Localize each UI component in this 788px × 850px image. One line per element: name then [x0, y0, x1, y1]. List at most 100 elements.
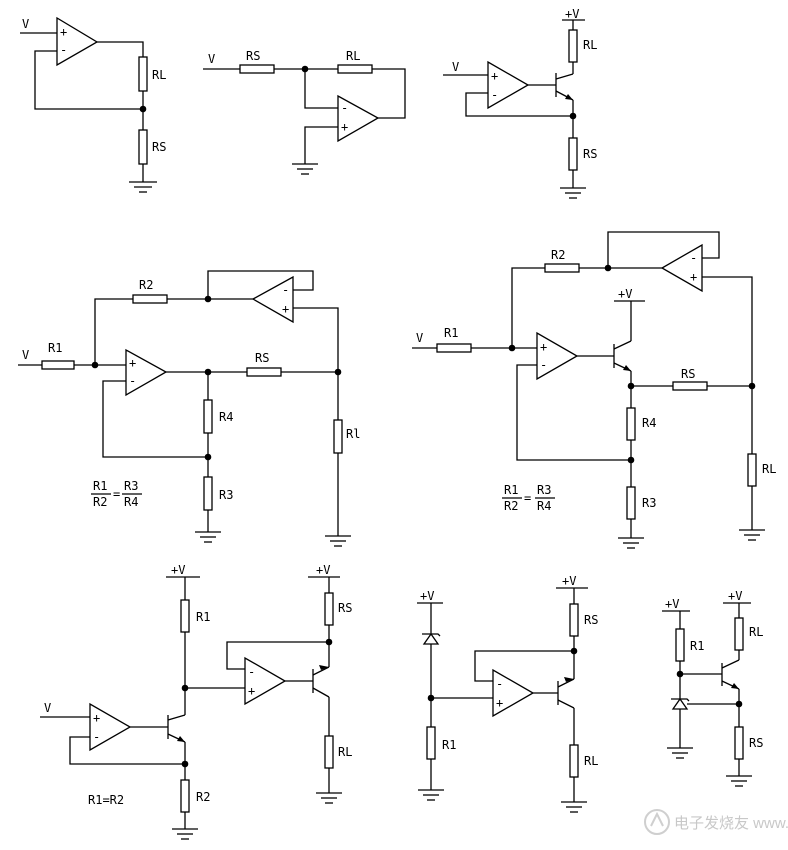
- c6-label-r2: R2: [196, 790, 210, 804]
- watermark-logo-icon: [644, 809, 670, 835]
- c6-label-r1: R1: [196, 610, 210, 624]
- opamp-5a: [536, 331, 579, 381]
- c5-label-r1: R1: [444, 326, 458, 340]
- c7-label-r1: R1: [442, 738, 456, 752]
- c7-supply-left: +V: [420, 589, 434, 603]
- opamp-6b-minus: -: [248, 665, 255, 679]
- c8-zener-diode: [671, 697, 689, 710]
- circuit-5-howland-transistor-current-source: V R1 R2 - + + - +V RS R4 R3 RL R1 R2 = R…: [412, 231, 776, 549]
- c6-supply-right: +V: [316, 563, 330, 577]
- c5-eq-r2: R2: [504, 499, 518, 513]
- opamp-2-plus: +: [341, 120, 348, 134]
- c5-eq-r1: R1: [504, 483, 518, 497]
- c4-label-r1: R1: [48, 341, 62, 355]
- c4-eq-r4: R4: [124, 495, 138, 509]
- opamp-6a-minus: -: [93, 730, 100, 744]
- c2-input-v: V: [208, 52, 215, 66]
- c5-label-r4: R4: [642, 416, 656, 430]
- c4-eq-r3: R3: [124, 479, 138, 493]
- c2-resistor-rl: [337, 64, 373, 74]
- opamp-6b: [244, 656, 287, 706]
- opamp-7: [492, 668, 535, 718]
- c5-label-r2: R2: [551, 248, 565, 262]
- c3-resistor-rl: [568, 29, 578, 63]
- c8-supply-left: +V: [665, 597, 679, 611]
- opamp-3-minus: -: [491, 88, 498, 102]
- c6-resistor-r2: [180, 779, 190, 813]
- opamp-5a-plus: +: [540, 340, 547, 354]
- c3-supply-label: +V: [565, 7, 579, 21]
- opamp-5a-minus: -: [540, 358, 547, 372]
- opamp-4a-minus: -: [129, 374, 136, 388]
- circuit-6-two-stage-current-source: +V R1 V + - R2 R1=R2 - + +V RS RL: [40, 563, 352, 840]
- c5-resistor-rl: [747, 453, 757, 487]
- opamp-7-plus: +: [496, 696, 503, 710]
- opamp-4b: [251, 275, 294, 324]
- c4-label-rl: Rl: [346, 427, 360, 441]
- c1-resistor-rs: [138, 129, 148, 165]
- circuit-8-zener-transistor-current-source: +V R1 +V RL RS: [662, 589, 763, 787]
- c1-resistor-rl: [138, 56, 148, 92]
- c8-label-rs: RS: [749, 736, 763, 750]
- c5-label-rs: RS: [681, 367, 695, 381]
- c4-resistor-r4: [203, 399, 213, 434]
- circuit-7-zener-reference-current-source: +V R1 - + +V RS RL: [417, 574, 598, 813]
- c5-eq-r3: R3: [537, 483, 551, 497]
- c7-resistor-rs: [569, 603, 579, 637]
- c5-input-v: V: [416, 331, 423, 345]
- c3-input-v: V: [452, 60, 459, 74]
- c4-resistor-rs: [246, 367, 282, 377]
- opamp-1-minus: -: [60, 43, 67, 57]
- opamp-3-plus: +: [491, 69, 498, 83]
- watermark-text: 电子发烧友 www.elecfans.com: [674, 815, 788, 832]
- c4-eq-r1: R1: [93, 479, 107, 493]
- opamp-4b-plus: +: [282, 302, 289, 316]
- c8-label-r1: R1: [690, 639, 704, 653]
- opamp-2-minus: -: [341, 101, 348, 115]
- c7-resistor-r1: [426, 726, 436, 760]
- c4-resistor-rl: [333, 419, 343, 454]
- c4-eq-equals: =: [113, 487, 120, 501]
- c6-input-v: V: [44, 701, 51, 715]
- circuit-4-howland-current-source: V R1 R2 - + + - RS R4 R3 Rl R1 R2 = R3 R…: [18, 270, 360, 547]
- c2-resistor-rs: [239, 64, 275, 74]
- c7-label-rs: RS: [584, 613, 598, 627]
- c4-label-r3: R3: [219, 488, 233, 502]
- c5-supply-label: +V: [618, 287, 632, 301]
- c5-resistor-r2: [544, 263, 580, 273]
- c5-resistor-r3: [626, 486, 636, 520]
- opamp-4a-plus: +: [129, 356, 136, 370]
- c5-resistor-rs: [672, 381, 708, 391]
- opamp-5b-plus: +: [690, 270, 697, 284]
- c6-resistor-rs: [324, 592, 334, 626]
- c5-resistor-r4: [626, 407, 636, 441]
- opamp-5b: [660, 243, 703, 293]
- c6-resistor-r1: [180, 599, 190, 633]
- c3-label-rl: RL: [583, 38, 597, 52]
- c5-eq-equals: =: [524, 491, 531, 505]
- c7-supply-right: +V: [562, 574, 576, 588]
- opamp-3: [487, 60, 530, 110]
- c6-resistor-rl: [324, 735, 334, 769]
- circuit-3-opamp-transistor-current-source: +V RL V + - RS: [443, 7, 597, 199]
- c7-resistor-rl: [569, 744, 579, 778]
- c6-label-rl: RL: [338, 745, 352, 759]
- circuit-1-voltage-follower-current-source: + - V RL RS: [20, 16, 166, 193]
- c1-input-v: V: [22, 17, 29, 31]
- c4-label-rs: RS: [255, 351, 269, 365]
- c7-label-rl: RL: [584, 754, 598, 768]
- c4-label-r4: R4: [219, 410, 233, 424]
- c5-resistor-r1: [436, 343, 472, 353]
- opamp-1-plus: +: [60, 25, 67, 39]
- c8-resistor-r1: [675, 628, 685, 662]
- c6-eq-r1-r2: R1=R2: [88, 793, 124, 807]
- opamp-2: [337, 94, 380, 143]
- c3-resistor-rs: [568, 137, 578, 171]
- watermark: 电子发烧友 www.elecfans.com: [644, 809, 788, 835]
- c6-supply-left: +V: [171, 563, 185, 577]
- c8-supply-right: +V: [728, 589, 742, 603]
- c2-label-rl: RL: [346, 49, 360, 63]
- c8-resistor-rs: [734, 726, 744, 760]
- c2-label-rs: RS: [246, 49, 260, 63]
- c5-label-rl: RL: [762, 462, 776, 476]
